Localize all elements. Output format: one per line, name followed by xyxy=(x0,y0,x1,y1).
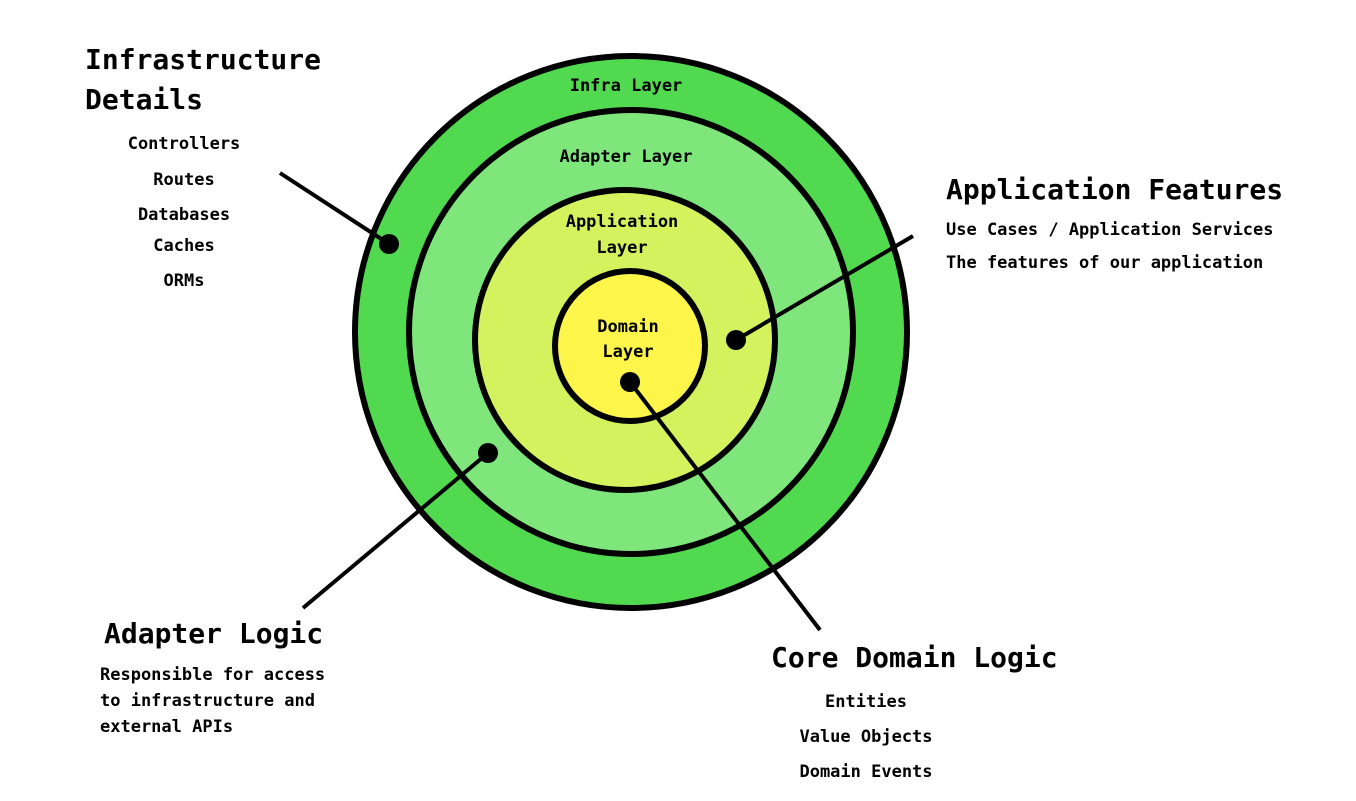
domain-connector-line xyxy=(628,380,822,632)
adapter-logic-item: external APIs xyxy=(100,717,233,737)
domain-connector-dot xyxy=(620,372,640,392)
adapter-layer-label: Adapter Layer xyxy=(559,147,692,167)
adapter-connector-dot xyxy=(478,443,498,463)
adapter-connector-line xyxy=(301,451,490,610)
infrastructure-item: Caches xyxy=(153,236,214,256)
domain-layer-ring xyxy=(552,268,708,424)
infra-connector-dot xyxy=(379,234,399,254)
infrastructure-heading-line2: Details xyxy=(85,83,203,116)
adapter-logic-heading: Adapter Logic xyxy=(104,617,323,650)
application-layer-label-line2: Layer xyxy=(596,238,647,258)
application-layer-label-line1: Application xyxy=(566,212,679,232)
application-features-item: The features of our application xyxy=(946,253,1263,273)
adapter-logic-item: Responsible for access xyxy=(100,665,325,685)
core-domain-item: Value Objects xyxy=(799,727,932,747)
infrastructure-heading-line1: Infrastructure xyxy=(85,43,321,76)
infra-connector-line xyxy=(278,171,391,246)
infrastructure-item: Controllers xyxy=(128,134,241,154)
infrastructure-item: ORMs xyxy=(164,271,205,291)
application-features-heading: Application Features xyxy=(946,173,1283,206)
application-connector-line xyxy=(734,234,915,342)
core-domain-item: Domain Events xyxy=(799,762,932,782)
application-features-item: Use Cases / Application Services xyxy=(946,220,1274,240)
infrastructure-item: Databases xyxy=(138,205,230,225)
application-connector-dot xyxy=(726,330,746,350)
infra-layer-label: Infra Layer xyxy=(570,76,683,96)
core-domain-heading: Core Domain Logic xyxy=(771,641,1058,674)
infrastructure-item: Routes xyxy=(153,170,214,190)
core-domain-item: Entities xyxy=(825,692,907,712)
domain-layer-label-line2: Layer xyxy=(602,342,653,362)
domain-layer-label-line1: Domain xyxy=(597,317,658,337)
adapter-logic-item: to infrastructure and xyxy=(100,691,315,711)
